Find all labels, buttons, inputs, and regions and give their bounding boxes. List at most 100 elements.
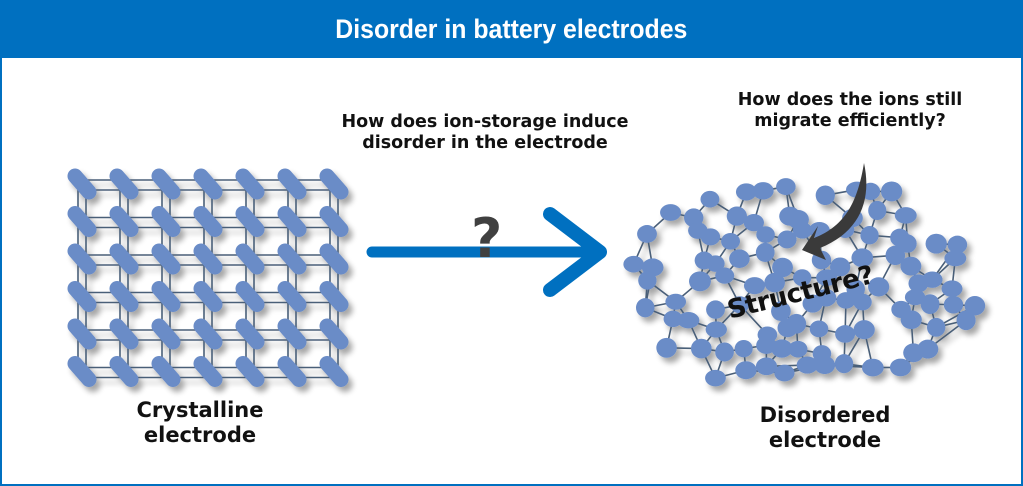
- network-atom: [637, 225, 657, 243]
- lattice-atom-pair: [109, 281, 139, 312]
- network-atom: [755, 357, 778, 376]
- crystalline-lattice: [67, 168, 349, 387]
- network-atom: [771, 339, 793, 358]
- network-atom: [836, 292, 856, 309]
- lattice-atom-pair: [319, 356, 349, 387]
- network-atom: [814, 355, 836, 375]
- network-atom: [925, 233, 947, 254]
- network-atom: [756, 226, 775, 243]
- lattice-atom-pair: [67, 168, 97, 200]
- lattice-atom-pair: [151, 318, 181, 350]
- network-atom: [815, 289, 837, 307]
- lattice-atom-pair: [277, 243, 307, 275]
- network-atom: [880, 181, 903, 202]
- network-atom: [743, 277, 766, 295]
- lattice-atom-pair: [235, 281, 265, 312]
- network-atom: [786, 313, 807, 334]
- question-mark-icon: ?: [471, 207, 503, 270]
- network-atom: [868, 277, 890, 297]
- lattice-atom-pair: [193, 356, 223, 387]
- network-atom: [816, 269, 838, 286]
- lattice-atom-pair: [319, 206, 349, 237]
- network-atom: [926, 317, 946, 337]
- network-atom: [743, 214, 764, 232]
- lattice-atom-pair: [235, 243, 265, 275]
- network-atom: [834, 354, 854, 374]
- network-atom: [774, 364, 795, 382]
- lattice-atom-pair: [235, 318, 265, 350]
- lattice-atom-pair: [67, 356, 97, 387]
- network-atom: [735, 361, 757, 380]
- lattice-atom-pair: [277, 206, 307, 237]
- lattice-atom-pair: [193, 281, 223, 312]
- network-atom: [663, 310, 683, 328]
- disordered-label: Disordered electrode: [759, 403, 891, 453]
- lattice-atom-pair: [109, 243, 139, 275]
- lattice-atom-pair: [319, 168, 349, 200]
- network-atom: [835, 325, 856, 343]
- network-atom: [776, 178, 796, 196]
- lattice-atom-pair: [193, 206, 223, 237]
- network-atom: [730, 296, 750, 314]
- lattice-atom-pair: [151, 243, 181, 275]
- network-atom: [894, 207, 917, 224]
- network-atom: [885, 245, 906, 266]
- network-atom: [964, 296, 986, 316]
- lattice-atom-pair: [277, 318, 307, 350]
- network-atom: [898, 234, 917, 253]
- lattice-atom-pair: [67, 318, 97, 350]
- network-atom: [726, 206, 747, 226]
- network-atom: [956, 310, 976, 331]
- network-atom: [921, 271, 943, 288]
- network-atom: [900, 256, 922, 276]
- lattice-atom-pair: [319, 318, 349, 350]
- network-atom: [851, 248, 874, 268]
- network-atom: [920, 294, 940, 315]
- network-atom: [829, 257, 851, 277]
- network-atom: [729, 249, 750, 269]
- network-atom: [889, 358, 912, 377]
- network-atom: [788, 340, 808, 358]
- lattice-atom-pair: [151, 168, 181, 200]
- network-atom: [689, 271, 711, 292]
- figure-title: Disorder in battery electrodes: [335, 13, 688, 44]
- lattice-atom-pair: [67, 243, 97, 275]
- network-atom: [735, 183, 757, 201]
- lattice-atom-pair: [193, 168, 223, 200]
- lattice-atom-pair: [67, 281, 97, 312]
- network-atom: [860, 226, 879, 245]
- network-atom: [793, 269, 812, 287]
- network-atom: [623, 255, 644, 273]
- network-atom: [700, 228, 721, 246]
- network-atom: [792, 222, 813, 239]
- network-atom: [690, 338, 712, 359]
- network-atom: [705, 321, 727, 338]
- network-atom: [755, 242, 775, 263]
- lattice-atom-pair: [151, 206, 181, 237]
- network-atom: [904, 289, 926, 306]
- disordered-network: [623, 178, 986, 387]
- network-atom: [943, 295, 964, 314]
- lattice-atom-pair: [193, 318, 223, 350]
- lattice-atom-pair: [277, 356, 307, 387]
- network-atom: [705, 369, 726, 387]
- lattice-atom-pair: [109, 168, 139, 200]
- pointer-arrow-icon: [802, 163, 867, 260]
- network-atom: [900, 310, 922, 330]
- network-atom: [700, 190, 720, 208]
- header-banner: Disorder in battery electrodes: [0, 0, 1023, 58]
- lattice-atom-pair: [151, 281, 181, 312]
- network-atom: [868, 200, 887, 221]
- network-atom: [809, 320, 829, 338]
- lattice-atom-pair: [67, 206, 97, 237]
- network-atom: [796, 356, 819, 374]
- crystalline-label: Crystalline electrode: [136, 398, 264, 448]
- lattice-atom-pair: [193, 243, 223, 275]
- network-atom: [656, 337, 677, 358]
- lattice-atom-pair: [109, 318, 139, 350]
- network-atom: [677, 312, 700, 329]
- network-atom: [665, 293, 687, 310]
- lattice-atom-pair: [109, 206, 139, 237]
- network-atom: [947, 235, 968, 254]
- lattice-atom-pair: [319, 243, 349, 275]
